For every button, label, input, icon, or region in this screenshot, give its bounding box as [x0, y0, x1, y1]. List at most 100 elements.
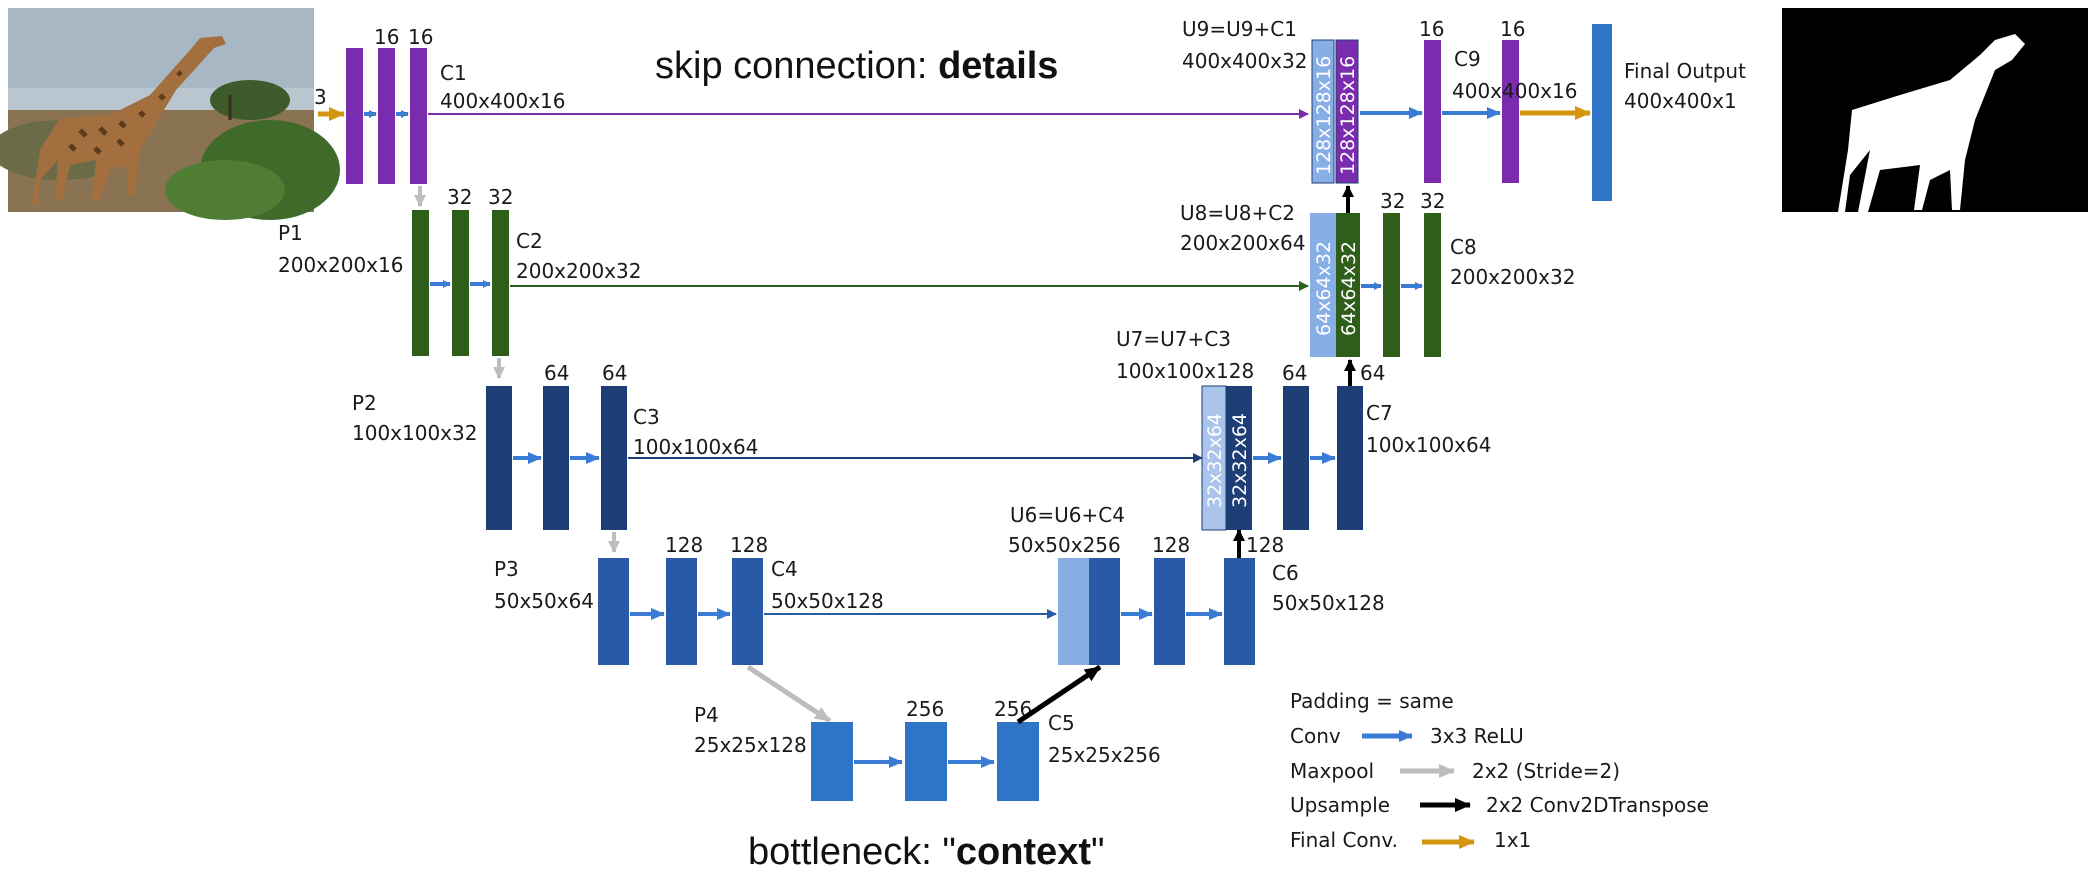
- layer-p4-conv: [905, 722, 947, 801]
- c3-shape: 100x100x64: [633, 435, 758, 459]
- layer-u7-conv: [1283, 386, 1309, 530]
- legend-conv-desc: 3x3 ReLU: [1430, 724, 1524, 748]
- c3-filters-1: 64: [544, 361, 569, 385]
- c4-filters-1: 128: [665, 533, 703, 557]
- c5-name: C5: [1048, 711, 1075, 735]
- skip-title-bold: details: [938, 45, 1058, 87]
- legend-conv-label: Conv: [1290, 724, 1341, 748]
- layer-u8-conv: [1383, 213, 1400, 357]
- c2-filters-1: 32: [447, 185, 472, 209]
- p2-name: P2: [352, 391, 377, 415]
- c3-filters-2: 64: [602, 361, 627, 385]
- c3-name: C3: [633, 405, 660, 429]
- c4-filters-2: 128: [730, 533, 768, 557]
- input-channels-label: 3: [314, 85, 327, 109]
- legend-upsample-desc: 2x2 Conv2DTranspose: [1486, 793, 1709, 817]
- skip-title: skip connection:: [655, 45, 938, 87]
- layer-c3: [601, 386, 627, 530]
- c8-name: C8: [1450, 235, 1477, 259]
- output-mask-image: [1782, 8, 2088, 212]
- bottleneck-title-bold: context: [956, 831, 1091, 870]
- layer-p2: [486, 386, 512, 530]
- p2-shape: 100x100x32: [352, 421, 477, 445]
- p3-shape: 50x50x64: [494, 589, 594, 613]
- legend-final-desc: 1x1: [1494, 828, 1531, 852]
- p4-name: P4: [694, 703, 719, 727]
- c2-name: C2: [516, 229, 543, 253]
- c7-shape: 100x100x64: [1366, 433, 1491, 457]
- legend-padding: Padding = same: [1290, 689, 1454, 713]
- u8-equation: U8=U8+C2: [1180, 201, 1295, 225]
- layer-c4: [732, 558, 763, 665]
- u6-shape: 50x50x256: [1008, 533, 1121, 557]
- u9-equation: U9=U9+C1: [1182, 17, 1297, 41]
- u8-concat-b-label: 64x64x32: [1338, 241, 1360, 336]
- c1-name: C1: [440, 61, 467, 85]
- u7-concat-b-label: 32x32x64: [1229, 413, 1251, 508]
- layer-p3-conv: [666, 558, 697, 665]
- bottleneck-title-end: ": [1091, 831, 1105, 870]
- layer-c1: [410, 48, 427, 184]
- layer-c8: [1424, 213, 1441, 357]
- c2-shape: 200x200x32: [516, 259, 641, 283]
- legend-final-label: Final Conv.: [1290, 828, 1398, 852]
- upsample-arrow-1: [1016, 664, 1102, 725]
- c2-filters-2: 32: [488, 185, 513, 209]
- final-output-shape: 400x400x1: [1624, 89, 1737, 113]
- layer-input-conv-1: [346, 48, 363, 184]
- bottleneck-title: bottleneck: ": [748, 831, 956, 870]
- c6-shape: 50x50x128: [1272, 591, 1385, 615]
- c8-filters-2: 32: [1420, 189, 1445, 213]
- layer-p3: [598, 558, 629, 665]
- u7-equation: U7=U7+C3: [1116, 327, 1231, 351]
- layer-u9-up: [1311, 39, 1335, 184]
- layer-input-conv-2: [378, 48, 395, 184]
- c1-filters-1: 16: [374, 25, 399, 49]
- layer-c6: [1224, 558, 1255, 665]
- c7-filters-2: 64: [1360, 361, 1385, 385]
- svg-text:skip connection: details: skip connection: details: [655, 45, 1058, 87]
- c6-name: C6: [1272, 561, 1299, 585]
- layer-u8-up: [1310, 213, 1336, 357]
- legend-maxpool-desc: 2x2 (Stride=2): [1472, 759, 1620, 783]
- legend-upsample-label: Upsample: [1290, 793, 1390, 817]
- c9-filters-1: 16: [1419, 17, 1444, 41]
- input-image: [0, 8, 340, 220]
- u8-concat-a-label: 64x64x32: [1313, 241, 1335, 336]
- u6-equation: U6=U6+C4: [1010, 503, 1125, 527]
- layer-u9-skip: [1335, 39, 1359, 184]
- u8-shape: 200x200x64: [1180, 231, 1305, 255]
- c4-name: C4: [771, 557, 798, 581]
- layer-u7-skip: [1226, 386, 1252, 530]
- layer-u9-conv: [1424, 40, 1441, 183]
- layer-c5: [997, 722, 1039, 801]
- layer-u6-up: [1058, 558, 1089, 665]
- u7-concat-a-label: 32x32x64: [1204, 413, 1226, 508]
- p3-name: P3: [494, 557, 519, 581]
- layer-u6-skip: [1089, 558, 1120, 665]
- c1-shape: 400x400x16: [440, 89, 565, 113]
- c5-filters-1: 256: [906, 697, 944, 721]
- p1-shape: 200x200x16: [278, 253, 403, 277]
- c6-filters-1: 128: [1152, 533, 1190, 557]
- c8-filters-1: 32: [1380, 189, 1405, 213]
- c7-filters-1: 64: [1282, 361, 1307, 385]
- final-output-label: Final Output: [1624, 59, 1746, 83]
- layer-u8-skip: [1336, 213, 1360, 357]
- c9-name: C9: [1454, 47, 1481, 71]
- svg-text:bottleneck: "context": bottleneck: "context": [748, 831, 1104, 870]
- layer-u6-conv: [1154, 558, 1185, 665]
- c1-filters-2: 16: [408, 25, 433, 49]
- c7-name: C7: [1366, 401, 1393, 425]
- legend: Padding = same Conv 3x3 ReLU Maxpool 2x2…: [1290, 689, 1709, 852]
- layer-c7: [1337, 386, 1363, 530]
- maxpool-arrow-4: [746, 664, 832, 724]
- layer-p2-conv: [543, 386, 569, 530]
- layer-final-output: [1592, 24, 1612, 201]
- c9-filters-2: 16: [1500, 17, 1525, 41]
- legend-maxpool-label: Maxpool: [1290, 759, 1374, 783]
- u7-shape: 100x100x128: [1116, 359, 1254, 383]
- c6-filters-2: 128: [1246, 533, 1284, 557]
- p1-name: P1: [278, 221, 303, 245]
